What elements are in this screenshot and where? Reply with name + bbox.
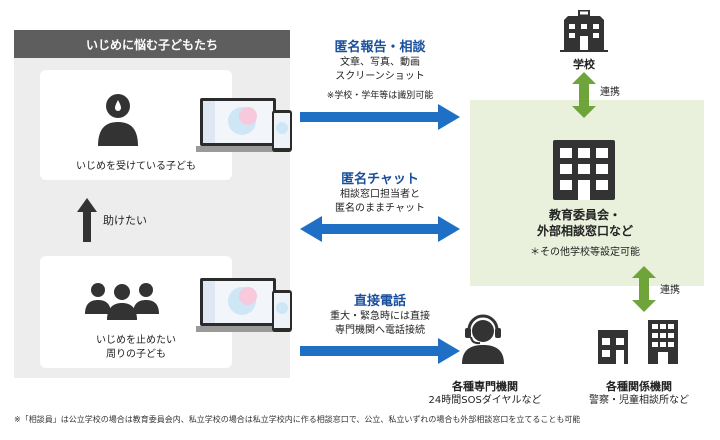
laptop-phone-illustration-bottom xyxy=(196,278,292,332)
specialist-headset-icon xyxy=(462,314,504,364)
agencies-subtitle: 警察・児童相談所など xyxy=(589,395,689,406)
board-building-icon xyxy=(553,140,615,200)
phone-right-arrow-icon xyxy=(300,338,460,364)
board-title-line-2: 外部相談窓口など xyxy=(536,224,633,238)
report-channel-title: 匿名報告・相談 xyxy=(334,40,426,55)
chat-channel-line-2: 匿名のままチャット xyxy=(335,203,425,214)
specialist-title: 各種専門機関 xyxy=(452,380,518,393)
report-channel-line-2: スクリーンショット xyxy=(335,71,425,82)
report-right-arrow-icon xyxy=(300,104,460,130)
bystander-label-line-2: 周りの子ども xyxy=(106,349,166,360)
footnote: ※「相談員」は公立学校の場合は教育委員会内、私立学校の場合は私立学校内に作る相談… xyxy=(14,415,581,424)
board-note: ＊その他学校等設定可能 xyxy=(530,247,640,258)
victim-label: いじめを受けている子ども xyxy=(76,161,196,172)
report-channel-note: ※学校・学年等は識別可能 xyxy=(326,91,434,101)
help-up-arrow-icon xyxy=(77,198,97,242)
school-link-label: 連携 xyxy=(600,87,620,98)
agencies-link-vertical-arrow-icon xyxy=(632,266,656,312)
children-panel-title: いじめに悩む子どもたち xyxy=(14,30,290,58)
agencies-title: 各種関係機関 xyxy=(606,380,672,393)
chat-bidirectional-arrow-icon xyxy=(300,216,460,242)
school-building-icon xyxy=(560,10,608,52)
specialist-subtitle: 24時間SOSダイヤルなど xyxy=(428,395,542,406)
phone-channel-line-1: 重大・緊急時には直接 xyxy=(330,311,430,322)
school-link-vertical-arrow-icon xyxy=(572,72,596,118)
bystander-label-line-1: いじめを止めたい xyxy=(96,335,176,346)
report-channel-line-1: 文章、写真、動画 xyxy=(340,57,420,68)
victim-person-icon xyxy=(98,94,138,146)
help-label: 助けたい xyxy=(103,214,147,227)
chat-channel-title: 匿名チャット xyxy=(341,172,419,187)
school-label: 学校 xyxy=(573,58,595,71)
board-title-line-1: 教育委員会・ xyxy=(548,208,621,222)
chat-channel-line-1: 相談窓口担当者と xyxy=(340,189,420,200)
bystander-group-icon xyxy=(85,283,159,320)
agencies-link-label: 連携 xyxy=(660,285,680,296)
phone-channel-line-2: 専門機関へ電話接続 xyxy=(335,325,425,336)
laptop-phone-illustration-top xyxy=(196,98,292,152)
related-agencies-buildings-icon xyxy=(598,320,678,364)
phone-channel-title: 直接電話 xyxy=(353,294,406,309)
